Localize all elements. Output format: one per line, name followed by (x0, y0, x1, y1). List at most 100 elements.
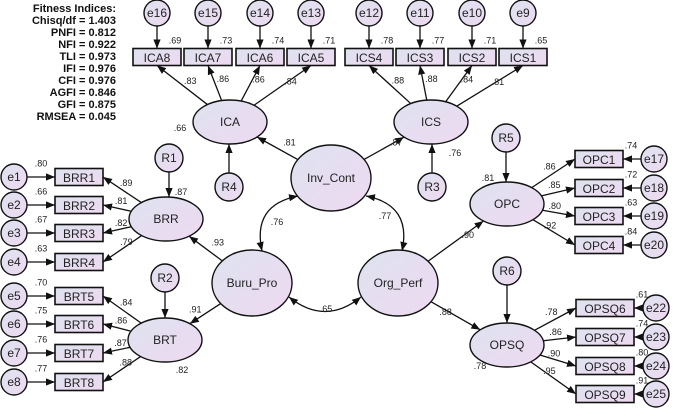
correlation-Inv_Cont-Buru_Pro (256, 194, 299, 252)
indicator-BRT8 (54, 372, 104, 392)
structural-arrow-Buru_Pro-BRR (188, 235, 223, 262)
indicator-OPC4 (574, 235, 624, 255)
loading-arrow-BRT7 (102, 346, 131, 355)
r2-value-BRR2: .66 (35, 187, 48, 197)
error-label-e23: e23 (646, 330, 666, 344)
loading-value-ICS1: .81 (492, 77, 505, 87)
latent-BRR (128, 196, 204, 242)
loading-value-OPC3: .80 (548, 201, 561, 211)
loading-value-OPC2: .85 (548, 180, 561, 190)
error-e5 (0, 282, 28, 310)
error-e2 (0, 191, 28, 219)
loading-arrow-OPC3 (542, 209, 576, 218)
error-e19 (640, 202, 668, 230)
r2-value-OPC2: .72 (625, 170, 638, 180)
latent-r2-BRR: .87 (175, 187, 188, 197)
error-label-e1: e1 (7, 170, 21, 184)
loading-value-BRT6: .86 (115, 316, 128, 326)
indicator-OPSQ9 (575, 384, 635, 404)
latent-ICS (393, 99, 469, 145)
indicator-label-OPSQ9: OPSQ9 (584, 388, 626, 402)
residual-R4 (214, 172, 244, 202)
loading-value-BRR4: .79 (120, 237, 133, 247)
r2-value-ICA7: .73 (220, 36, 233, 46)
loading-value-ICS2: .84 (461, 75, 474, 85)
structural-arrow-Org_Perf-OPSQ (430, 301, 481, 331)
latent-label-BRR: BRR (153, 212, 179, 226)
loading-arrow-ICA6 (240, 65, 261, 102)
indicator-label-BRT5: BRT5 (64, 290, 95, 304)
latent-OPSQ (469, 322, 545, 368)
indicator-label-OPC1: OPC1 (583, 153, 616, 167)
latent-r2-ICS: .76 (449, 148, 462, 158)
error-e4 (0, 248, 28, 276)
r2-value-OPSQ6: .61 (636, 290, 649, 300)
loading-arrow-OPC1 (531, 158, 576, 189)
r2-value-BRR3: .67 (35, 215, 48, 225)
latent-r2-BRT: .82 (176, 365, 189, 375)
r2-value-BRT6: .75 (35, 306, 48, 316)
latent-Org_Perf (357, 249, 439, 317)
error-label-e6: e6 (7, 317, 21, 331)
error-e8 (0, 368, 28, 396)
indicator-label-BRR3: BRR3 (63, 227, 95, 241)
fitness-nfi: NFI = 0.922 (58, 39, 116, 51)
indicator-label-BRR4: BRR4 (63, 256, 95, 270)
indicator-label-OPSQ8: OPSQ8 (584, 360, 626, 374)
indicator-ICA5 (286, 47, 336, 67)
r2-value-ICA8: .69 (169, 36, 182, 46)
loading-value-BRR3: .82 (115, 218, 128, 228)
indicator-label-ICA6: ICA6 (247, 51, 274, 65)
loading-arrow-ICS3 (418, 65, 428, 101)
indicator-ICS4 (344, 47, 394, 67)
r2-value-ICS3: .77 (432, 36, 445, 46)
error-e3 (0, 219, 28, 247)
error-e20 (640, 231, 668, 259)
r2-value-OPC1: .74 (625, 141, 638, 151)
structural-arrow-Buru_Pro-BRT (189, 302, 222, 325)
latent-label-OPC: OPC (494, 197, 520, 211)
fitness-ifi: IFI = 0.976 (63, 63, 116, 75)
error-e6 (0, 310, 28, 338)
loading-value-ICS4: .88 (392, 76, 405, 86)
indicator-BRR3 (54, 223, 104, 243)
residual-label-R3: R3 (424, 180, 440, 194)
loading-value-BRT5: .84 (120, 298, 133, 308)
fitness-tli: TLI = 0.973 (59, 51, 116, 63)
latent-label-Inv_Cont: Inv_Cont (307, 171, 356, 185)
error-e17 (640, 145, 668, 173)
error-e13 (297, 0, 325, 27)
loading-value-BRR1: .89 (120, 178, 133, 188)
r2-value-ICS1: .65 (535, 36, 548, 46)
latent-label-ICA: ICA (220, 115, 240, 129)
error-label-e16: e16 (147, 6, 167, 20)
error-e7 (0, 339, 28, 367)
indicator-label-ICS4: ICS4 (356, 51, 383, 65)
indicator-label-OPSQ6: OPSQ6 (584, 302, 626, 316)
loading-arrow-OPC4 (532, 219, 576, 246)
r2-value-ICA5: .71 (323, 36, 336, 46)
latent-r2-OPC: .81 (482, 173, 495, 183)
indicator-label-BRT7: BRT7 (64, 347, 95, 361)
loading-value-BRT8: .88 (120, 357, 133, 367)
indicator-BRT7 (54, 343, 104, 363)
loading-value-BRT7: .87 (114, 338, 127, 348)
fitness-cfi: CFI = 0.976 (58, 75, 116, 87)
latent-r2-OPSQ: .78 (474, 361, 487, 371)
loading-arrow-ICS1 (456, 64, 524, 107)
error-e9 (509, 0, 537, 27)
error-e10 (458, 0, 486, 27)
error-label-e14: e14 (250, 6, 270, 20)
indicator-ICA7 (183, 47, 233, 67)
loading-arrow-BRR4 (102, 235, 143, 263)
structural-value-Buru_Pro-BRR: .93 (211, 238, 224, 248)
indicator-label-BRT6: BRT6 (64, 318, 95, 332)
fitness-agfi: AGFI = 0.846 (49, 87, 116, 99)
indicator-ICA6 (235, 47, 285, 67)
fitness-indices-panel: Fitness Indices: Chisq/df = 1.403 PNFI =… (4, 3, 116, 123)
error-label-e13: e13 (301, 6, 321, 20)
loading-value-BRR2: .81 (115, 196, 128, 206)
r2-value-BRT5: .70 (35, 278, 48, 288)
indicator-label-BRT8: BRT8 (64, 376, 95, 390)
error-e18 (640, 174, 668, 202)
